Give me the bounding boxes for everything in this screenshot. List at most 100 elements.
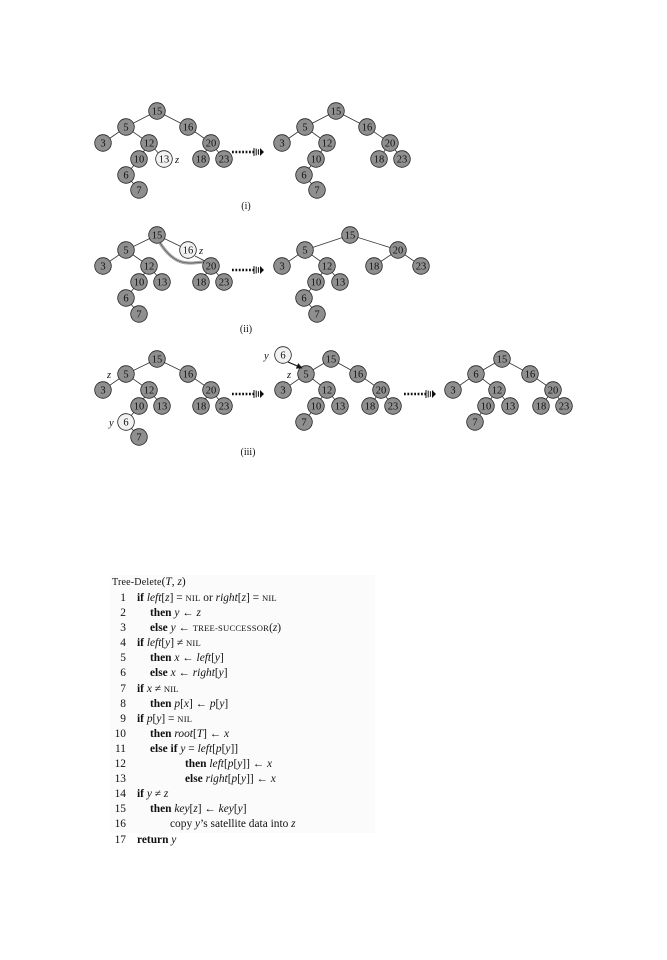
procedure-signature: Tree-Delete(T, z) (112, 576, 186, 588)
tree-node-10: 10 (130, 397, 148, 415)
line-number: 9 (120, 712, 126, 725)
svg-text:18: 18 (536, 402, 547, 413)
move-arrow (287, 361, 303, 369)
code-text: copy y’s satellite data into z (170, 818, 296, 831)
line-number: 1 (120, 592, 126, 604)
svg-text:3: 3 (280, 386, 285, 397)
svg-text:12: 12 (144, 386, 155, 397)
code-text: then p[x] ← p[y] (150, 697, 229, 710)
code-line-13: 13 else right[p[y]] ← x (110, 772, 375, 787)
tree-node-13: 13 (155, 150, 173, 168)
svg-text:20: 20 (385, 139, 396, 150)
svg-text:7: 7 (314, 310, 319, 321)
code-text: else right[p[y]] ← x (185, 773, 276, 786)
line-number: 12 (114, 758, 126, 771)
tree-node-12: 12 (140, 134, 158, 152)
svg-text:15: 15 (345, 231, 356, 242)
tree-node-18: 18 (192, 273, 210, 291)
y-label: y (108, 418, 114, 429)
tree-node-6: 6 (274, 346, 292, 364)
tree-node-13: 13 (153, 397, 171, 415)
panel-label-ii: (ii) (240, 324, 252, 335)
tree-node-10: 10 (307, 397, 325, 415)
tree-node-6: 6 (117, 289, 135, 307)
code-text: then left[p[y]] ← x (185, 758, 273, 771)
y-label: y (263, 351, 269, 362)
tree-node-23: 23 (215, 397, 233, 415)
svg-text:6: 6 (123, 418, 128, 429)
svg-text:3: 3 (100, 262, 105, 273)
code-text: else x ← right[y] (150, 667, 228, 680)
svg-text:5: 5 (302, 123, 307, 134)
transform-arrow (404, 390, 436, 398)
tree-node-15: 15 (327, 102, 345, 120)
svg-text:3: 3 (279, 262, 284, 273)
tree-node-12: 12 (318, 381, 336, 399)
tree-node-16: 16 (358, 118, 376, 136)
code-text: if y ≠ z (137, 788, 169, 801)
svg-text:18: 18 (196, 402, 207, 413)
svg-text:13: 13 (335, 278, 346, 289)
tree-node-15: 15 (341, 226, 359, 244)
svg-text:5: 5 (303, 370, 308, 381)
svg-text:12: 12 (144, 139, 155, 150)
svg-text:3: 3 (100, 139, 105, 150)
tree-node-10: 10 (130, 273, 148, 291)
line-number: 2 (120, 607, 126, 620)
svg-text:12: 12 (492, 386, 503, 397)
svg-text:10: 10 (311, 155, 322, 166)
svg-text:12: 12 (322, 262, 333, 273)
z-label: z (174, 155, 179, 166)
svg-text:6: 6 (473, 370, 478, 381)
svg-text:15: 15 (326, 355, 337, 366)
line-number: 4 (120, 637, 126, 650)
svg-text:20: 20 (206, 386, 217, 397)
transform-arrow (232, 266, 264, 274)
tree-node-15: 15 (148, 102, 166, 120)
tree-node-20: 20 (372, 381, 390, 399)
tree-node-10: 10 (307, 150, 325, 168)
tree-node-6: 6 (295, 289, 313, 307)
line-number: 11 (115, 742, 126, 755)
svg-text:12: 12 (144, 262, 155, 273)
z-label: z (106, 370, 111, 381)
code-text: else if y = left[p[y]] (150, 742, 239, 755)
line-number: 15 (114, 803, 126, 816)
code-line-11: 11 else if y = left[p[y]] (110, 742, 375, 757)
tree-node-12: 12 (140, 381, 158, 399)
tree-node-5: 5 (117, 241, 135, 259)
tree-node-7: 7 (130, 428, 148, 446)
line-number: 13 (114, 773, 126, 786)
line-number: 7 (120, 682, 126, 695)
svg-text:10: 10 (134, 278, 145, 289)
svg-text:16: 16 (353, 370, 364, 381)
tree-node-3: 3 (444, 381, 462, 399)
svg-text:15: 15 (331, 107, 342, 118)
line-number: 8 (120, 697, 126, 710)
tree-node-18: 18 (192, 150, 210, 168)
svg-text:23: 23 (397, 155, 408, 166)
svg-text:7: 7 (314, 186, 319, 197)
tree-node-5: 5 (296, 241, 314, 259)
tree-node-5: 5 (117, 365, 135, 383)
tree-node-3: 3 (94, 381, 112, 399)
svg-text:6: 6 (123, 294, 128, 305)
svg-text:18: 18 (365, 402, 376, 413)
svg-text:20: 20 (376, 386, 387, 397)
line-number: 6 (120, 667, 126, 680)
code-line-2: 2 then y ← z (110, 606, 375, 621)
svg-text:16: 16 (183, 123, 194, 134)
svg-text:16: 16 (183, 246, 194, 257)
svg-text:5: 5 (123, 246, 128, 257)
tree-node-23: 23 (384, 397, 402, 415)
tree-node-15: 15 (148, 226, 166, 244)
tree-node-23: 23 (215, 273, 233, 291)
code-text: then y ← z (150, 607, 201, 620)
tree-node-15: 15 (148, 350, 166, 368)
svg-text:20: 20 (393, 246, 404, 257)
tree-node-5: 5 (117, 118, 135, 136)
